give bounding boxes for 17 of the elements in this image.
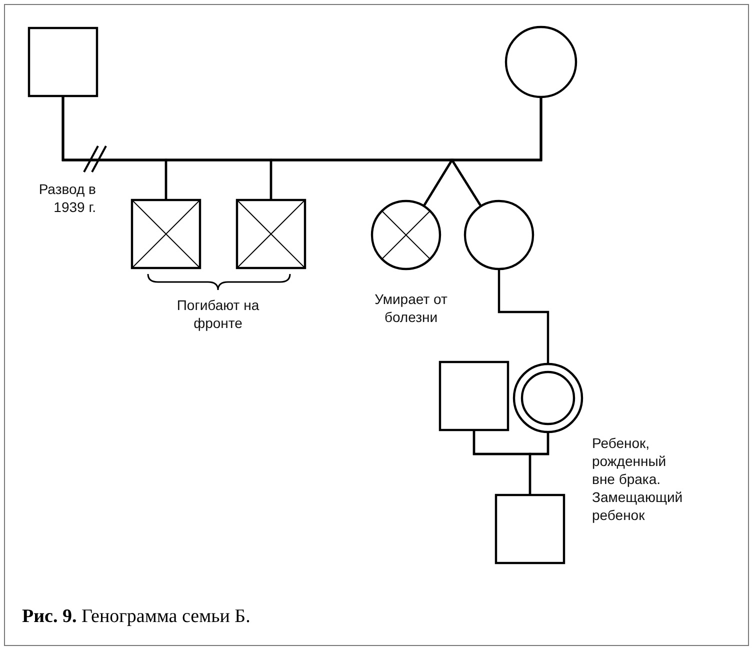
relation-line xyxy=(450,98,542,206)
annotation-text: Погибают на фронте xyxy=(176,296,260,332)
male-square xyxy=(28,27,98,97)
annotation-text: Развод в 1939 г. xyxy=(38,180,96,216)
male-square xyxy=(439,361,509,431)
deceased-female-circle xyxy=(371,200,441,270)
annotation-text: Ребенок, рожденный вне брака. Замещающий ребенок xyxy=(592,434,684,524)
deceased-male-square xyxy=(236,199,306,269)
female-circle xyxy=(513,363,583,433)
male-square xyxy=(495,494,565,564)
relation-line xyxy=(528,433,550,494)
deceased-male-square xyxy=(131,199,201,269)
annotation-text: Умирает от болезни xyxy=(374,290,448,326)
relation-line xyxy=(498,270,550,363)
female-circle xyxy=(505,26,577,98)
figure-caption: Рис. 9. Генограмма семьи Б. xyxy=(22,606,250,628)
female-circle xyxy=(464,200,534,270)
